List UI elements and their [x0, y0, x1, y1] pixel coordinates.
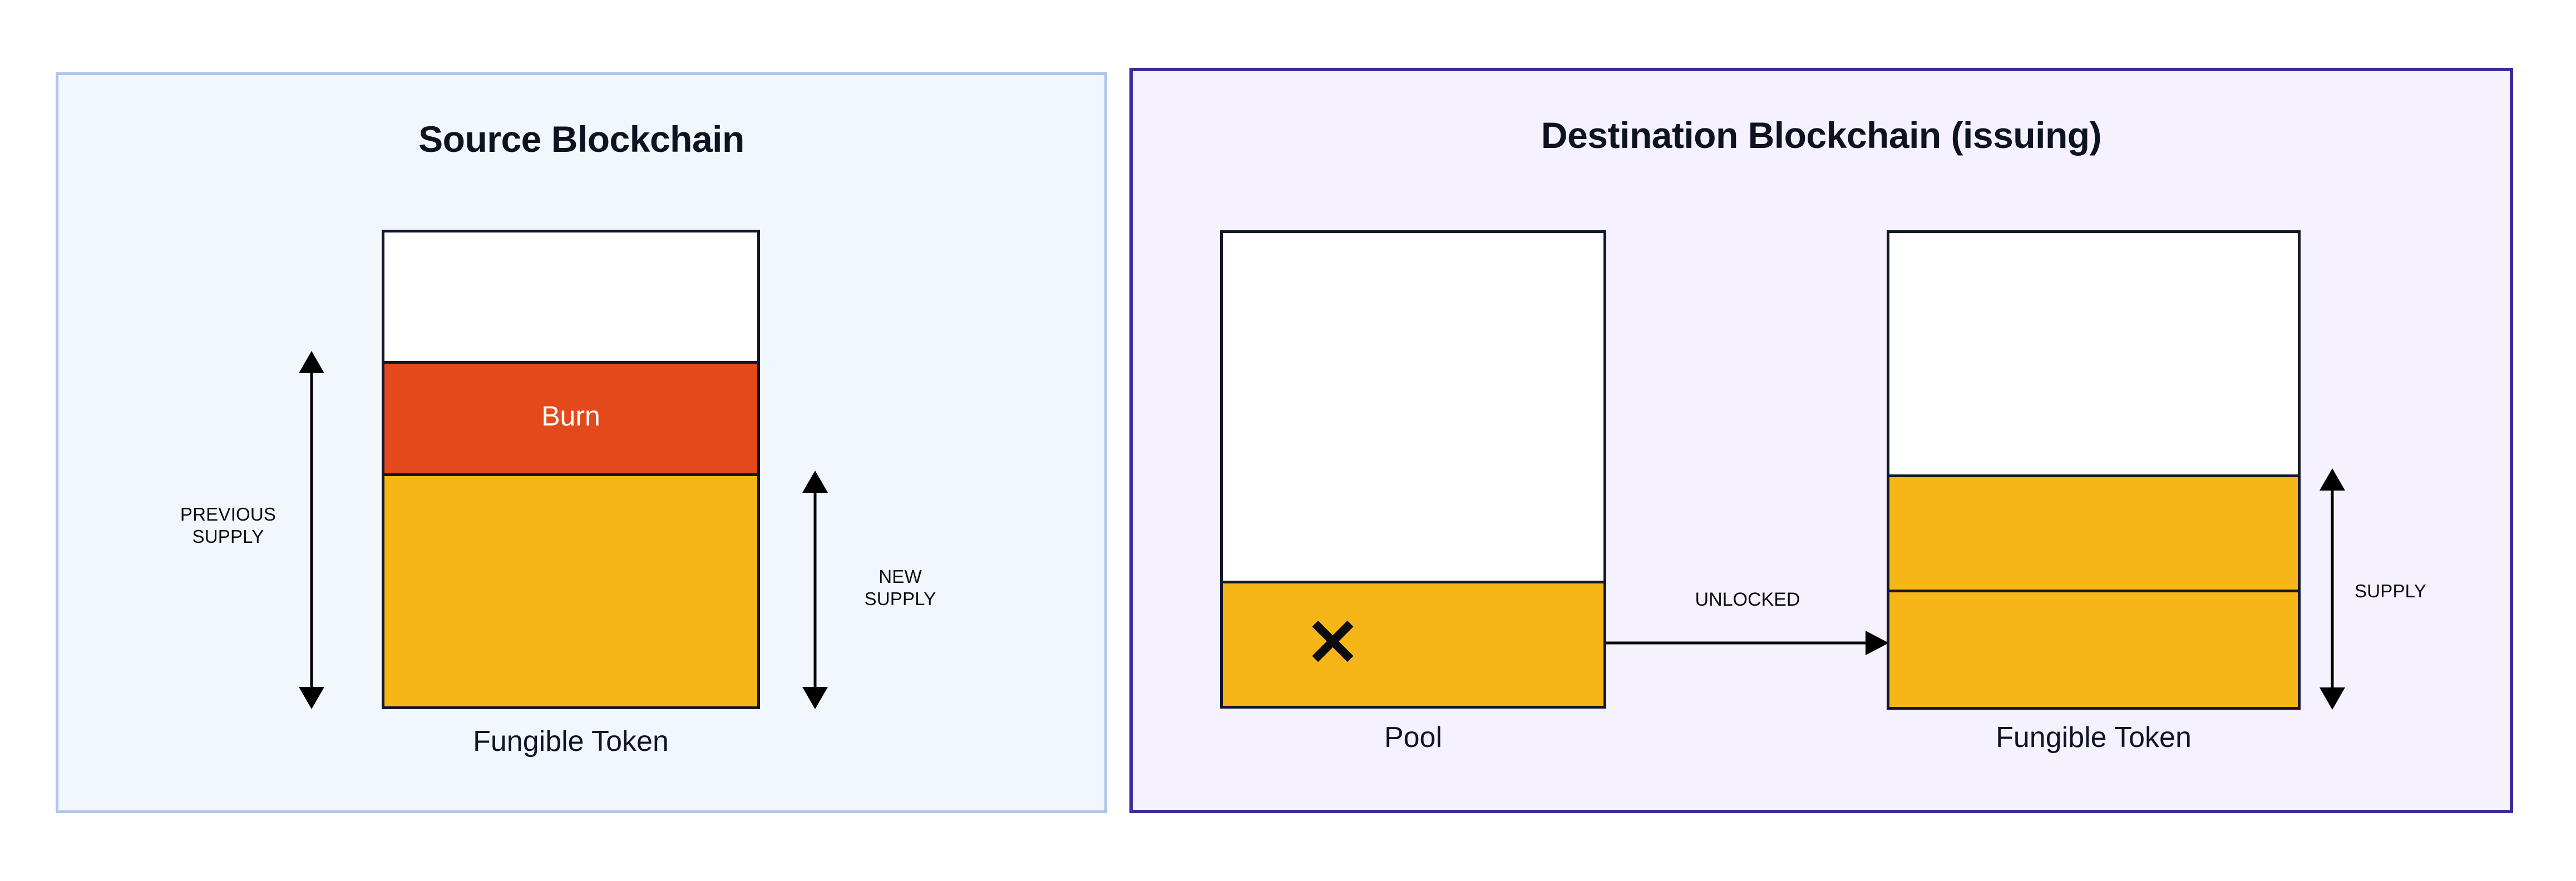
- arrow-head-down-icon: [802, 687, 828, 709]
- supply-measure-arrow: [2320, 468, 2345, 710]
- destination-fungible-token-caption: Fungible Token: [1996, 721, 2192, 754]
- destination-panel-title: Destination Blockchain (issuing): [1541, 115, 2102, 156]
- source-panel-title: Source Blockchain: [418, 118, 744, 160]
- destination-blockchain-panel: Destination Blockchain (issuing) ✕ Pool …: [1129, 68, 2513, 813]
- destination-fungible-token-bar: [1887, 230, 2301, 710]
- source-blockchain-panel: Source Blockchain Burn Fungible Token PR…: [56, 72, 1107, 813]
- arrow-shaft: [2331, 478, 2334, 700]
- source-fungible-token-caption: Fungible Token: [473, 725, 669, 758]
- pool-segment-empty-headroom: [1223, 233, 1603, 581]
- burn-segment-label: Burn: [541, 400, 600, 432]
- supply-label: SUPPLY: [2355, 581, 2426, 601]
- source-segment-empty-headroom: [384, 232, 757, 361]
- dest-segment-newly-unlocked: [1889, 474, 2298, 590]
- pool-segment-pooled-tokens: ✕: [1223, 581, 1603, 706]
- pool-bar: ✕: [1220, 230, 1606, 709]
- source-segment-remaining-supply: [384, 473, 757, 706]
- pool-caption: Pool: [1384, 721, 1443, 754]
- dest-segment-existing-supply: [1889, 590, 2298, 707]
- arrow-shaft: [1606, 641, 1868, 645]
- previous-supply-label: PREVIOUS SUPPLY: [180, 504, 277, 547]
- arrow-head-right-icon: [1866, 631, 1889, 655]
- arrow-head-down-icon: [299, 687, 324, 709]
- new-supply-measure-arrow: [802, 471, 828, 709]
- arrow-shaft: [310, 361, 313, 699]
- unlocked-label: UNLOCKED: [1695, 589, 1800, 610]
- source-segment-burn: Burn: [384, 361, 757, 473]
- unlocked-flow-arrow: UNLOCKED: [1606, 590, 1889, 656]
- previous-supply-measure-arrow: [299, 351, 324, 709]
- arrow-head-down-icon: [2320, 687, 2345, 710]
- source-fungible-token-bar: Burn: [382, 230, 760, 709]
- new-supply-label: NEW SUPPLY: [864, 566, 936, 610]
- dest-segment-empty-headroom: [1889, 233, 2298, 474]
- cross-mark-icon: ✕: [1305, 606, 1360, 680]
- arrow-shaft: [813, 481, 817, 699]
